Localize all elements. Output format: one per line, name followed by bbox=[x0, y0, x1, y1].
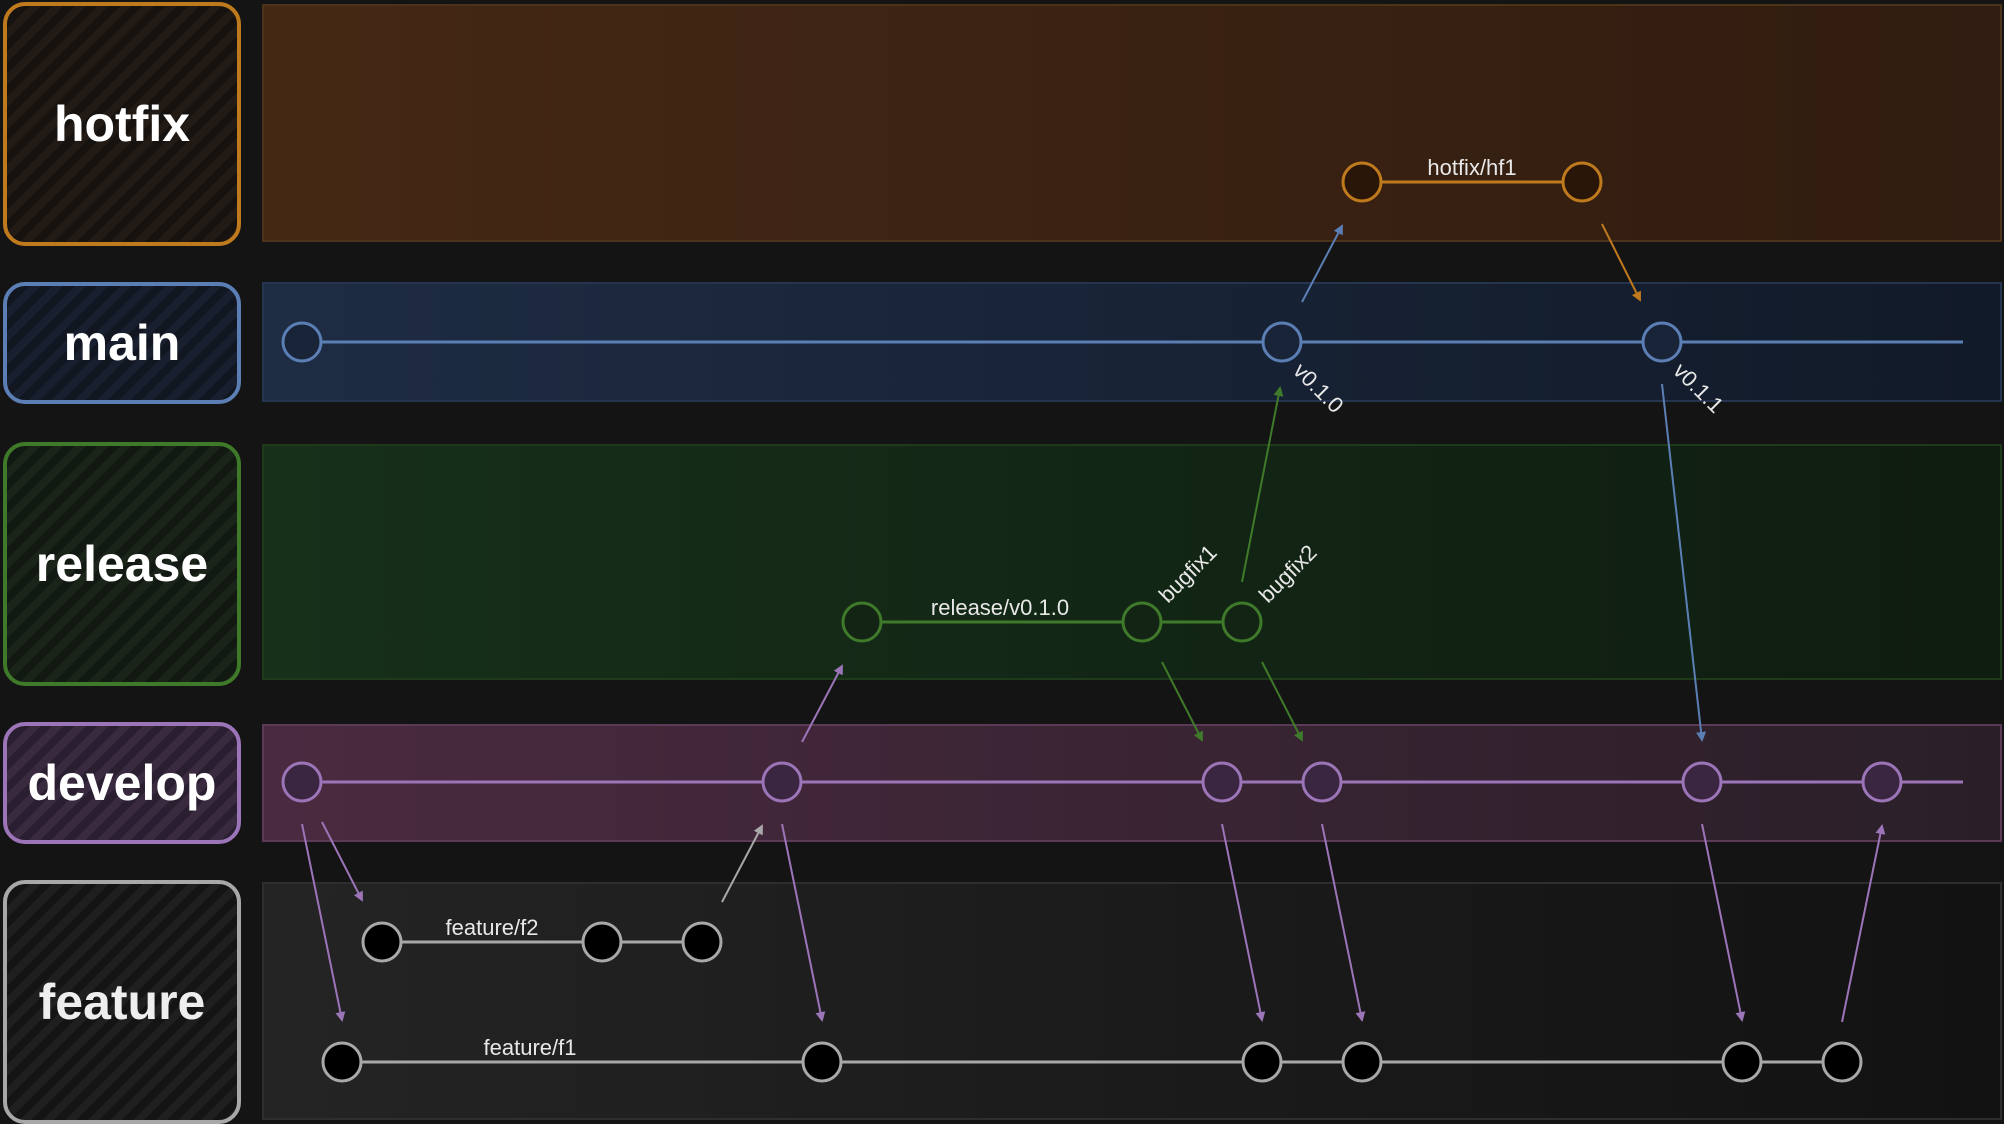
commit-develop-4[interactable] bbox=[1301, 761, 1343, 803]
arrow-f2-to-develop bbox=[721, 824, 763, 903]
commit-f1-6[interactable] bbox=[1821, 1041, 1863, 1083]
arrow-develop-to-f1-b bbox=[781, 823, 826, 1022]
commit-hotfix-2[interactable] bbox=[1561, 161, 1603, 203]
lane-hotfix bbox=[262, 4, 2002, 242]
lane-label-release: release bbox=[3, 442, 241, 686]
lane-label-main-text: main bbox=[63, 315, 181, 371]
arrow-f1-to-develop bbox=[1841, 824, 1886, 1023]
commit-f1-3[interactable] bbox=[1241, 1041, 1283, 1083]
branch-label-feature-f2: feature/f2 bbox=[446, 915, 539, 940]
lane-label-feature: feature bbox=[3, 880, 241, 1124]
commit-release-bugfix2[interactable] bbox=[1221, 601, 1263, 643]
arrow-hotfix-to-main bbox=[1601, 223, 1641, 302]
commit-release-bugfix1[interactable] bbox=[1121, 601, 1163, 643]
arrow-main-to-develop bbox=[1661, 383, 1707, 742]
tag-label-v011: v0.1.1 bbox=[1668, 358, 1728, 418]
arrow-bugfix2-to-develop bbox=[1261, 661, 1303, 742]
commit-release-1[interactable] bbox=[841, 601, 883, 643]
tag-label-v010: v0.1.0 bbox=[1288, 358, 1348, 418]
commit-main-v010[interactable] bbox=[1261, 321, 1303, 363]
lane-label-release-text: release bbox=[35, 536, 209, 592]
commit-f2-1[interactable] bbox=[361, 921, 403, 963]
commit-label-bugfix2: bugfix2 bbox=[1254, 540, 1322, 608]
lane-label-main: main bbox=[3, 282, 241, 404]
arrow-develop-to-f1-e bbox=[1701, 823, 1746, 1022]
lane-label-develop-text: develop bbox=[27, 755, 217, 811]
arrow-bugfix1-to-develop bbox=[1161, 661, 1203, 742]
commit-f2-3[interactable] bbox=[681, 921, 723, 963]
branch-label-release: release/v0.1.0 bbox=[931, 595, 1069, 620]
commit-f1-2[interactable] bbox=[801, 1041, 843, 1083]
branch-label-feature-f1: feature/f1 bbox=[484, 1035, 577, 1060]
commit-main-v011[interactable] bbox=[1641, 321, 1683, 363]
arrow-develop-to-f2 bbox=[321, 821, 363, 902]
commit-f1-5[interactable] bbox=[1721, 1041, 1763, 1083]
commit-develop-2[interactable] bbox=[761, 761, 803, 803]
commit-f2-2[interactable] bbox=[581, 921, 623, 963]
lane-label-hotfix-text: hotfix bbox=[53, 96, 191, 152]
branch-label-hotfix: hotfix/hf1 bbox=[1427, 155, 1516, 180]
commit-f1-1[interactable] bbox=[321, 1041, 363, 1083]
commit-develop-6[interactable] bbox=[1861, 761, 1903, 803]
lane-label-hotfix: hotfix bbox=[3, 2, 241, 246]
commit-develop-5[interactable] bbox=[1681, 761, 1723, 803]
lane-label-develop: develop bbox=[3, 722, 241, 844]
arrow-develop-to-release bbox=[801, 664, 843, 743]
commit-main-1[interactable] bbox=[281, 321, 323, 363]
commit-label-bugfix1: bugfix1 bbox=[1154, 540, 1222, 608]
arrow-develop-to-f1-c bbox=[1221, 823, 1266, 1022]
lane-feature bbox=[262, 882, 2002, 1120]
commit-develop-1[interactable] bbox=[281, 761, 323, 803]
commit-hotfix-1[interactable] bbox=[1341, 161, 1383, 203]
arrow-develop-to-f1-a bbox=[301, 823, 346, 1022]
arrow-develop-to-f1-d bbox=[1321, 823, 1366, 1022]
arrow-release-to-main bbox=[1241, 386, 1284, 583]
lane-label-feature-text: feature bbox=[38, 974, 206, 1030]
lane-release bbox=[262, 444, 2002, 680]
commit-f1-4[interactable] bbox=[1341, 1041, 1383, 1083]
commit-develop-3[interactable] bbox=[1201, 761, 1243, 803]
arrow-main-to-hotfix bbox=[1301, 224, 1343, 303]
